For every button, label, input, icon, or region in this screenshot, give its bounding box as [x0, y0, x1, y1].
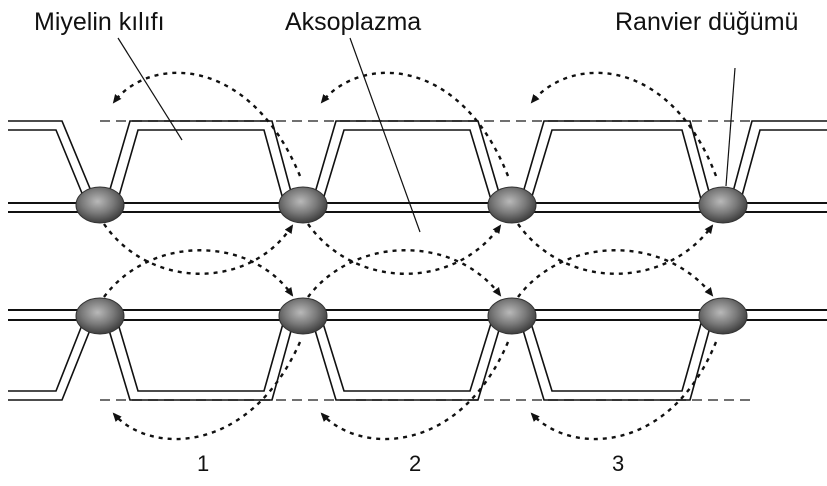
bottom-upper-current-arrows	[103, 249, 714, 298]
bottom-myelin-sheath-end	[8, 319, 85, 392]
current-arc	[103, 249, 294, 298]
node-of-ranvier	[278, 186, 328, 224]
segment-number-3: 3	[612, 451, 625, 476]
bottom-lower-current-arrows	[112, 341, 718, 441]
top-myelin-sheath-end	[729, 120, 827, 204]
segment-number-1: 1	[197, 451, 210, 476]
bottom-axon	[8, 309, 827, 401]
top-nodes	[75, 186, 748, 224]
current-arc	[112, 71, 302, 177]
bottom-myelin-sheath-end	[8, 319, 95, 401]
top-myelin-sheath	[105, 120, 295, 204]
current-arc	[530, 71, 718, 177]
current-arc	[320, 71, 510, 177]
node-of-ranvier	[487, 186, 537, 224]
ranvier-leader-line	[725, 67, 736, 187]
current-arc	[307, 249, 502, 298]
bottom-myelin-sheath	[311, 319, 503, 401]
node-of-ranvier	[487, 297, 537, 335]
bottom-myelin-sheath	[105, 319, 295, 401]
top-myelin-sheath-end	[739, 129, 827, 204]
myelin-sheath-label: Miyelin kılıfı	[34, 8, 165, 36]
top-lower-current-arrows	[103, 223, 714, 275]
axoplasm-label: Aksoplazma	[285, 8, 422, 36]
current-arc	[517, 249, 714, 298]
current-arc	[103, 223, 294, 275]
top-axon	[8, 120, 827, 213]
top-myelin-sheath	[311, 120, 503, 204]
node-of-ranvier	[75, 297, 125, 335]
myelin-leader-line	[117, 37, 183, 141]
top-upper-current-arrows	[112, 71, 718, 177]
top-myelin-sheath-end	[8, 120, 97, 204]
node-of-ranvier-label: Ranvier düğümü	[615, 8, 799, 36]
top-myelin-sheath-end	[8, 129, 87, 204]
node-of-ranvier	[698, 186, 748, 224]
axoplasm-leader-line	[349, 37, 421, 233]
current-arc	[307, 223, 502, 275]
current-arc	[517, 223, 714, 275]
node-of-ranvier	[75, 186, 125, 224]
label-leader-lines	[117, 37, 736, 233]
current-arc	[530, 341, 718, 441]
node-of-ranvier	[698, 297, 748, 335]
top-myelin-sheath	[519, 120, 713, 204]
segment-number-2: 2	[409, 451, 422, 476]
bottom-myelin-sheath	[519, 319, 713, 401]
node-of-ranvier	[278, 297, 328, 335]
bottom-nodes	[75, 297, 748, 335]
